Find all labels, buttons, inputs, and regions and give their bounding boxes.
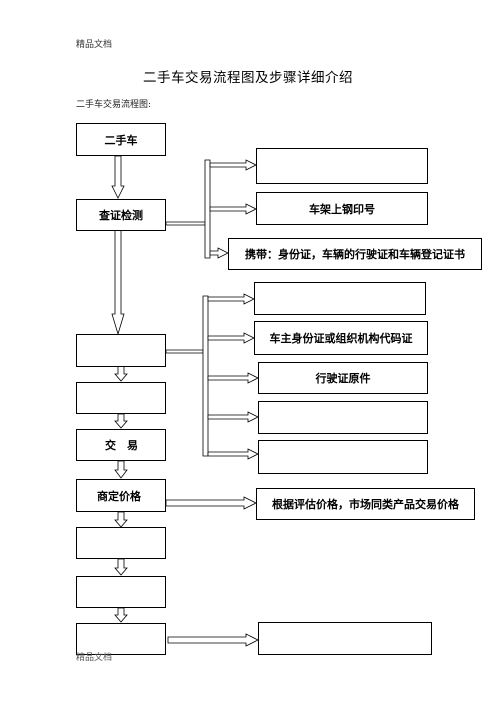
doc-arrow-3 <box>207 372 259 384</box>
doc-arrow-2 <box>207 332 255 344</box>
doc-arrow-1 <box>207 293 255 305</box>
step-inspection: 查证检测 <box>76 199 166 231</box>
step-blank-b <box>76 382 166 414</box>
header-label: 精品文档 <box>76 40 113 50</box>
inspection-item-3: 携带：身份证，车辆的行驶证和车辆登记证书 <box>228 238 482 270</box>
connector-inspection <box>165 221 206 226</box>
step-blank-c <box>76 527 166 559</box>
arrow-small-3 <box>114 460 128 479</box>
branch-arrow-2 <box>209 203 257 215</box>
document-item-1 <box>254 282 426 315</box>
doc-arrow-5 <box>207 448 259 460</box>
diagram-subtitle: 二手车交易流程图: <box>76 100 152 110</box>
final-item <box>258 622 432 655</box>
connector-documents <box>165 349 204 354</box>
document-item-2: 车主身份证或组织机构代码证 <box>254 321 428 355</box>
step-blank-d <box>76 576 166 608</box>
arrow-small-5 <box>114 558 128 576</box>
branch-arrow-1 <box>209 159 257 171</box>
arrow-used-car-to-inspection <box>111 155 125 199</box>
step-blank-e <box>76 623 166 655</box>
arrow-inspection-to-step3 <box>111 229 125 336</box>
step-negotiate-price: 商定价格 <box>76 479 166 512</box>
bracket-documents <box>202 295 209 457</box>
price-arrow <box>165 496 257 510</box>
document-item-5 <box>258 440 428 474</box>
step-used-car: 二手车 <box>76 123 166 156</box>
arrow-small-2 <box>114 413 128 429</box>
arrow-small-1 <box>114 365 128 382</box>
final-arrow <box>167 633 259 647</box>
inspection-item-1 <box>256 148 428 184</box>
doc-arrow-4 <box>207 411 259 423</box>
step-blank-a <box>76 334 166 367</box>
page-title: 二手车交易流程图及步骤详细介绍 <box>143 70 353 86</box>
document-item-3: 行驶证原件 <box>258 362 428 394</box>
inspection-item-2: 车架上钢印号 <box>256 192 428 225</box>
arrow-small-4 <box>114 511 128 528</box>
document-item-4 <box>258 401 428 434</box>
step-transaction: 交 易 <box>76 429 166 461</box>
branch-arrow-3 <box>209 247 229 259</box>
arrow-small-6 <box>114 607 128 623</box>
price-note: 根据评估价格，市场同类产品交易价格 <box>256 488 475 520</box>
footer-label: 精品文档 <box>76 653 113 663</box>
bracket-inspection <box>204 159 211 259</box>
